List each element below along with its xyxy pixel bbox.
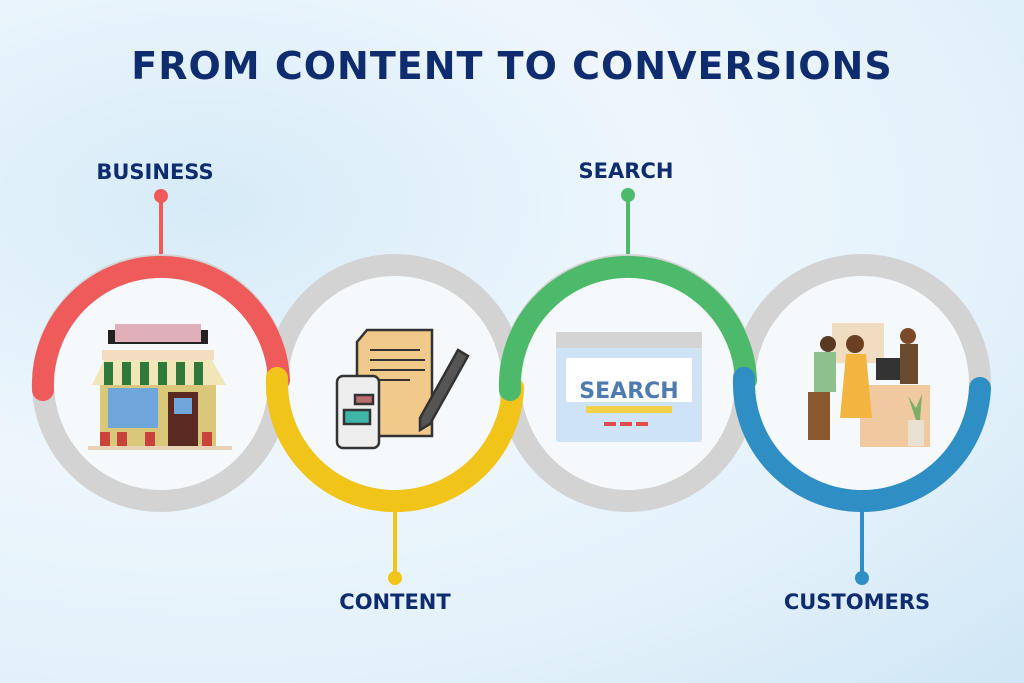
page-title: FROM CONTENT TO CONVERSIONS [131, 44, 893, 88]
pin-business [154, 189, 168, 203]
step-label-search: SEARCH [578, 159, 674, 183]
step-label-customers: CUSTOMERS [783, 590, 931, 614]
pin-customers [855, 571, 869, 585]
search-icon-text: SEARCH [579, 379, 678, 404]
document-pen-phone-icon [335, 328, 470, 450]
customers-at-counter-icon [808, 323, 930, 447]
arc-content [265, 367, 524, 513]
pin-search [621, 188, 635, 202]
pin-content [388, 571, 402, 585]
storefront-icon [88, 324, 232, 450]
step-label-content: CONTENT [339, 590, 451, 614]
arc-business [31, 255, 290, 401]
arc-customers [732, 367, 991, 513]
step-label-business: BUSINESS [96, 160, 214, 184]
search-browser-icon: SEARCH [556, 332, 702, 442]
arc-search [498, 255, 757, 401]
